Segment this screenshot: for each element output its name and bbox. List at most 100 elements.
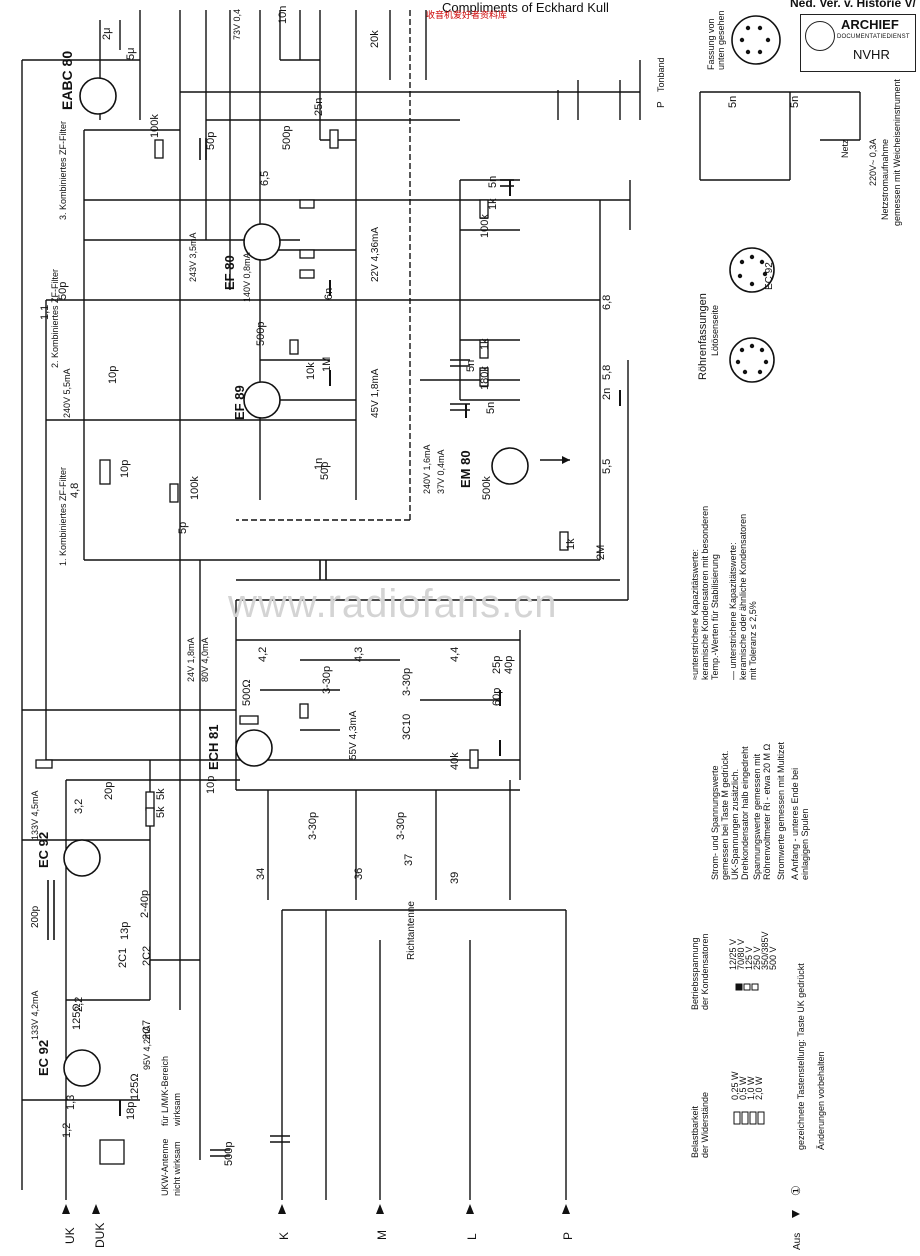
- filter-label-3: 3. Kombiniertes ZF-Filter: [58, 121, 68, 220]
- node-6-5: 6,5: [259, 171, 271, 186]
- label-10k: 10k: [305, 362, 317, 380]
- volt-rating-6: 500 V: [768, 946, 778, 970]
- node-2-2: 2,2: [73, 997, 85, 1012]
- label-100k-c: 100k: [189, 476, 201, 500]
- label-1m: 1M: [321, 357, 333, 372]
- node-5-8: 5,8: [601, 365, 613, 380]
- spannung-7: Stromwerte gemessen mit Multizet: [776, 741, 786, 880]
- compliments-text: Compliments of Eckhard Kull: [442, 0, 609, 15]
- label-1n: 1n: [313, 458, 325, 470]
- node-4-4: 4,4: [449, 647, 461, 662]
- label-13p: 13p: [119, 922, 131, 940]
- label-125ohm-a: 125Ω: [71, 1003, 83, 1030]
- band-k: K: [277, 1232, 291, 1240]
- tonband-label: Tonband: [656, 57, 666, 92]
- volt-rating-2: 70/80 V: [736, 939, 746, 970]
- node-4-3: 4,3: [353, 647, 365, 662]
- volt-ef89-a: 240V 5,5mA: [62, 368, 72, 418]
- label-100k-a: 100k: [149, 114, 161, 138]
- spannung-9: einlagigen Spulen: [800, 808, 810, 880]
- label-10p-b: 10p: [119, 460, 131, 478]
- label-10n: 10n: [277, 6, 289, 24]
- volt-top: 73V 0,4: [232, 9, 242, 40]
- volt-rating-3: 125 V: [744, 946, 754, 970]
- filter-label-2: 2. Kombiniertes ZF-Filter: [50, 269, 60, 368]
- node-4-2: 4,2: [257, 647, 269, 662]
- label-500p-a: 500p: [281, 126, 293, 150]
- label-50p-b: 50p: [57, 282, 69, 300]
- volt-ech81-b: 80V 4,0mA: [200, 637, 210, 682]
- label-3-30p-d: 3-30p: [395, 812, 407, 840]
- watt-4: 2,0 W: [754, 1076, 764, 1100]
- tube-label-em80: EM 80: [458, 450, 473, 488]
- volt-ef80-c: 22V 4,36mA: [370, 227, 381, 282]
- label-5k-b: 5k: [155, 806, 167, 818]
- label-3c10: 3C10: [401, 714, 413, 740]
- kond-2: der Kondensatoren: [700, 933, 710, 1010]
- netz-label-1: Netzstromaufnahme: [880, 139, 890, 220]
- label-100k-b: 100k: [479, 214, 491, 238]
- volt-ef80-b: 140V 0,8mA: [242, 252, 252, 302]
- label-20k: 20k: [369, 30, 381, 48]
- label-1k-c: 1k: [565, 538, 577, 550]
- tube-symbols: [63, 15, 829, 1087]
- label-18p: 18p: [125, 1102, 137, 1120]
- node-1-3: 1,3: [65, 1095, 77, 1110]
- spannung-2: gemessen bei Taste M gedrückt.: [720, 751, 730, 880]
- label-20p: 20p: [103, 782, 115, 800]
- watt-3: 1,0 W: [746, 1076, 756, 1100]
- volt-rating-5: 350/385V: [760, 931, 770, 970]
- spannung-6: Röhrenvoltmeter Ri - etwa 20 M Ω: [762, 743, 772, 880]
- tonband-p: P: [656, 101, 667, 108]
- node-5-5: 5,5: [601, 459, 613, 474]
- note-1: ≈unterstrichene Kapazitätswerte:: [690, 549, 700, 680]
- node-36: 36: [353, 868, 365, 880]
- label-5n-c: 5n: [485, 402, 497, 414]
- note-6: mit Toleranz ≤ 2,5%: [748, 601, 758, 680]
- fassung-label-2: unten gesehen: [716, 10, 726, 70]
- volt-ech81-a: 24V 1,8mA: [186, 637, 196, 682]
- note-2: keramische Kondensatoren mit besonderen: [700, 506, 710, 680]
- label-2u: 2μ: [101, 28, 113, 40]
- label-25p: 25p: [491, 656, 503, 674]
- legend-resistor-icons: [733, 983, 765, 1125]
- label-5k-a: 5k: [155, 788, 167, 800]
- seal-icon: [805, 21, 835, 51]
- label-3-30p-c: 3-30p: [307, 812, 319, 840]
- node-6-8: 6,8: [601, 295, 613, 310]
- watt-2: 0,5 W: [738, 1076, 748, 1100]
- netz-label-2: gemessen mit Weicheiseninstrument: [892, 79, 902, 226]
- label-2c2: 2C2: [141, 946, 153, 966]
- label-5n-b: 5n: [465, 360, 477, 372]
- spannung-4: Drehkondensator halb eingedreht: [740, 746, 750, 880]
- volt-ech81-c: 55V 4,3mA: [348, 710, 359, 760]
- volt-ef89-b: 45V 1,8mA: [370, 368, 381, 418]
- roehren-ec92: EC 92: [764, 262, 775, 290]
- archief-stamp: ARCHIEF DOCUMENTATIEDIENST NVHR: [800, 14, 916, 72]
- label-500p-c: 500p: [223, 1142, 235, 1166]
- band-duk: DUK: [93, 1223, 107, 1248]
- label-10p-c: 10p: [205, 776, 217, 794]
- volt-rating-4: 250 V: [752, 946, 762, 970]
- tube-label-ech81: ECH 81: [206, 724, 221, 770]
- watermark: www.radiofans.cn: [228, 582, 558, 626]
- label-500k: 500k: [481, 476, 493, 500]
- label-2m: 2M: [595, 545, 607, 560]
- label-10p-a: 10p: [107, 366, 119, 384]
- node-1-1: 1,1: [39, 305, 51, 320]
- label-3-30p-b: 3-30p: [401, 668, 413, 696]
- richtantenne: Richtantenne: [406, 901, 417, 960]
- tube-label-ef80: EF 80: [222, 255, 237, 290]
- capacitors: [47, 138, 514, 1157]
- aus-label: Aus: [792, 1233, 803, 1250]
- stamp-line-1: ARCHIEF: [841, 17, 899, 32]
- roehren-subtitle: Lötösenseite: [710, 305, 720, 356]
- label-5n-d: 5n: [727, 96, 739, 108]
- stamp-line-3: NVHR: [853, 47, 890, 62]
- label-6n: 6n: [323, 288, 335, 300]
- ground-symbols: [119, 180, 621, 1116]
- spannung-8: A Anfang - unteres Ende bei: [790, 768, 800, 880]
- ned-ver-heading: Ned. Ver. v. Historie V/: [790, 0, 916, 10]
- label-2-40p: 2-40p: [139, 890, 151, 918]
